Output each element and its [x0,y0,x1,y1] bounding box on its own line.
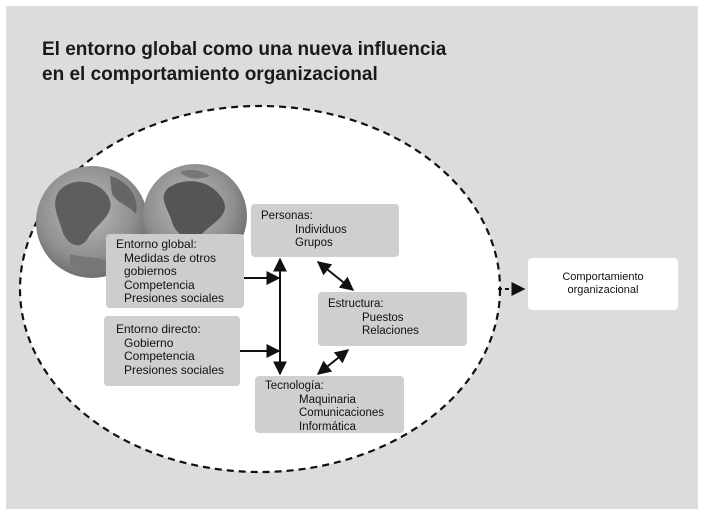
tecnologia-header: Tecnología: [265,380,324,392]
estructura-header: Estructura: [328,298,384,310]
entorno-global-item: Presiones sociales [124,291,225,305]
tecnologia-box: Tecnología: Maquinaria Comunicaciones In… [255,376,404,433]
estructura-box: Estructura: Puestos Relaciones [318,292,467,346]
entorno-global-box: Entorno global: Medidas de otros gobiern… [106,234,244,308]
entorno-directo-item: Competencia [124,349,195,363]
title-line-1: El entorno global como una nueva influen… [42,39,447,60]
entorno-global-item: gobiernos [124,264,177,278]
outcome-line-1: Comportamiento [562,271,644,283]
estructura-item: Relaciones [362,325,419,337]
tecnologia-item: Informática [299,420,356,433]
title-line-2: en el comportamiento organizacional [42,64,378,85]
personas-item: Individuos [295,223,347,236]
tecnologia-item: Maquinaria [299,393,356,406]
entorno-directo-box: Entorno directo: Gobierno Competencia Pr… [104,316,240,386]
entorno-directo-header: Entorno directo: [116,322,201,336]
entorno-global-item: Competencia [124,277,195,292]
tecnologia-item: Comunicaciones [299,407,385,419]
personas-header: Personas: [261,210,313,222]
entorno-directo-item: Presiones sociales [124,362,225,377]
comportamiento-organizacional-box: Comportamiento organizacional [528,258,678,310]
connector-estructura-tecnologia [316,349,350,375]
estructura-item: Puestos [362,311,404,324]
entorno-global-header: Entorno global: [116,237,197,251]
outcome-line-2: organizacional [567,284,639,296]
connector-personas-estructura [316,261,355,291]
personas-box: Personas: Individuos Grupos [251,204,399,257]
page-title: El entorno global como una nueva influen… [42,37,502,87]
entorno-directo-item: Gobierno [124,335,174,350]
personas-item: Grupos [295,237,333,249]
entorno-global-item: Medidas de otros [124,250,217,265]
